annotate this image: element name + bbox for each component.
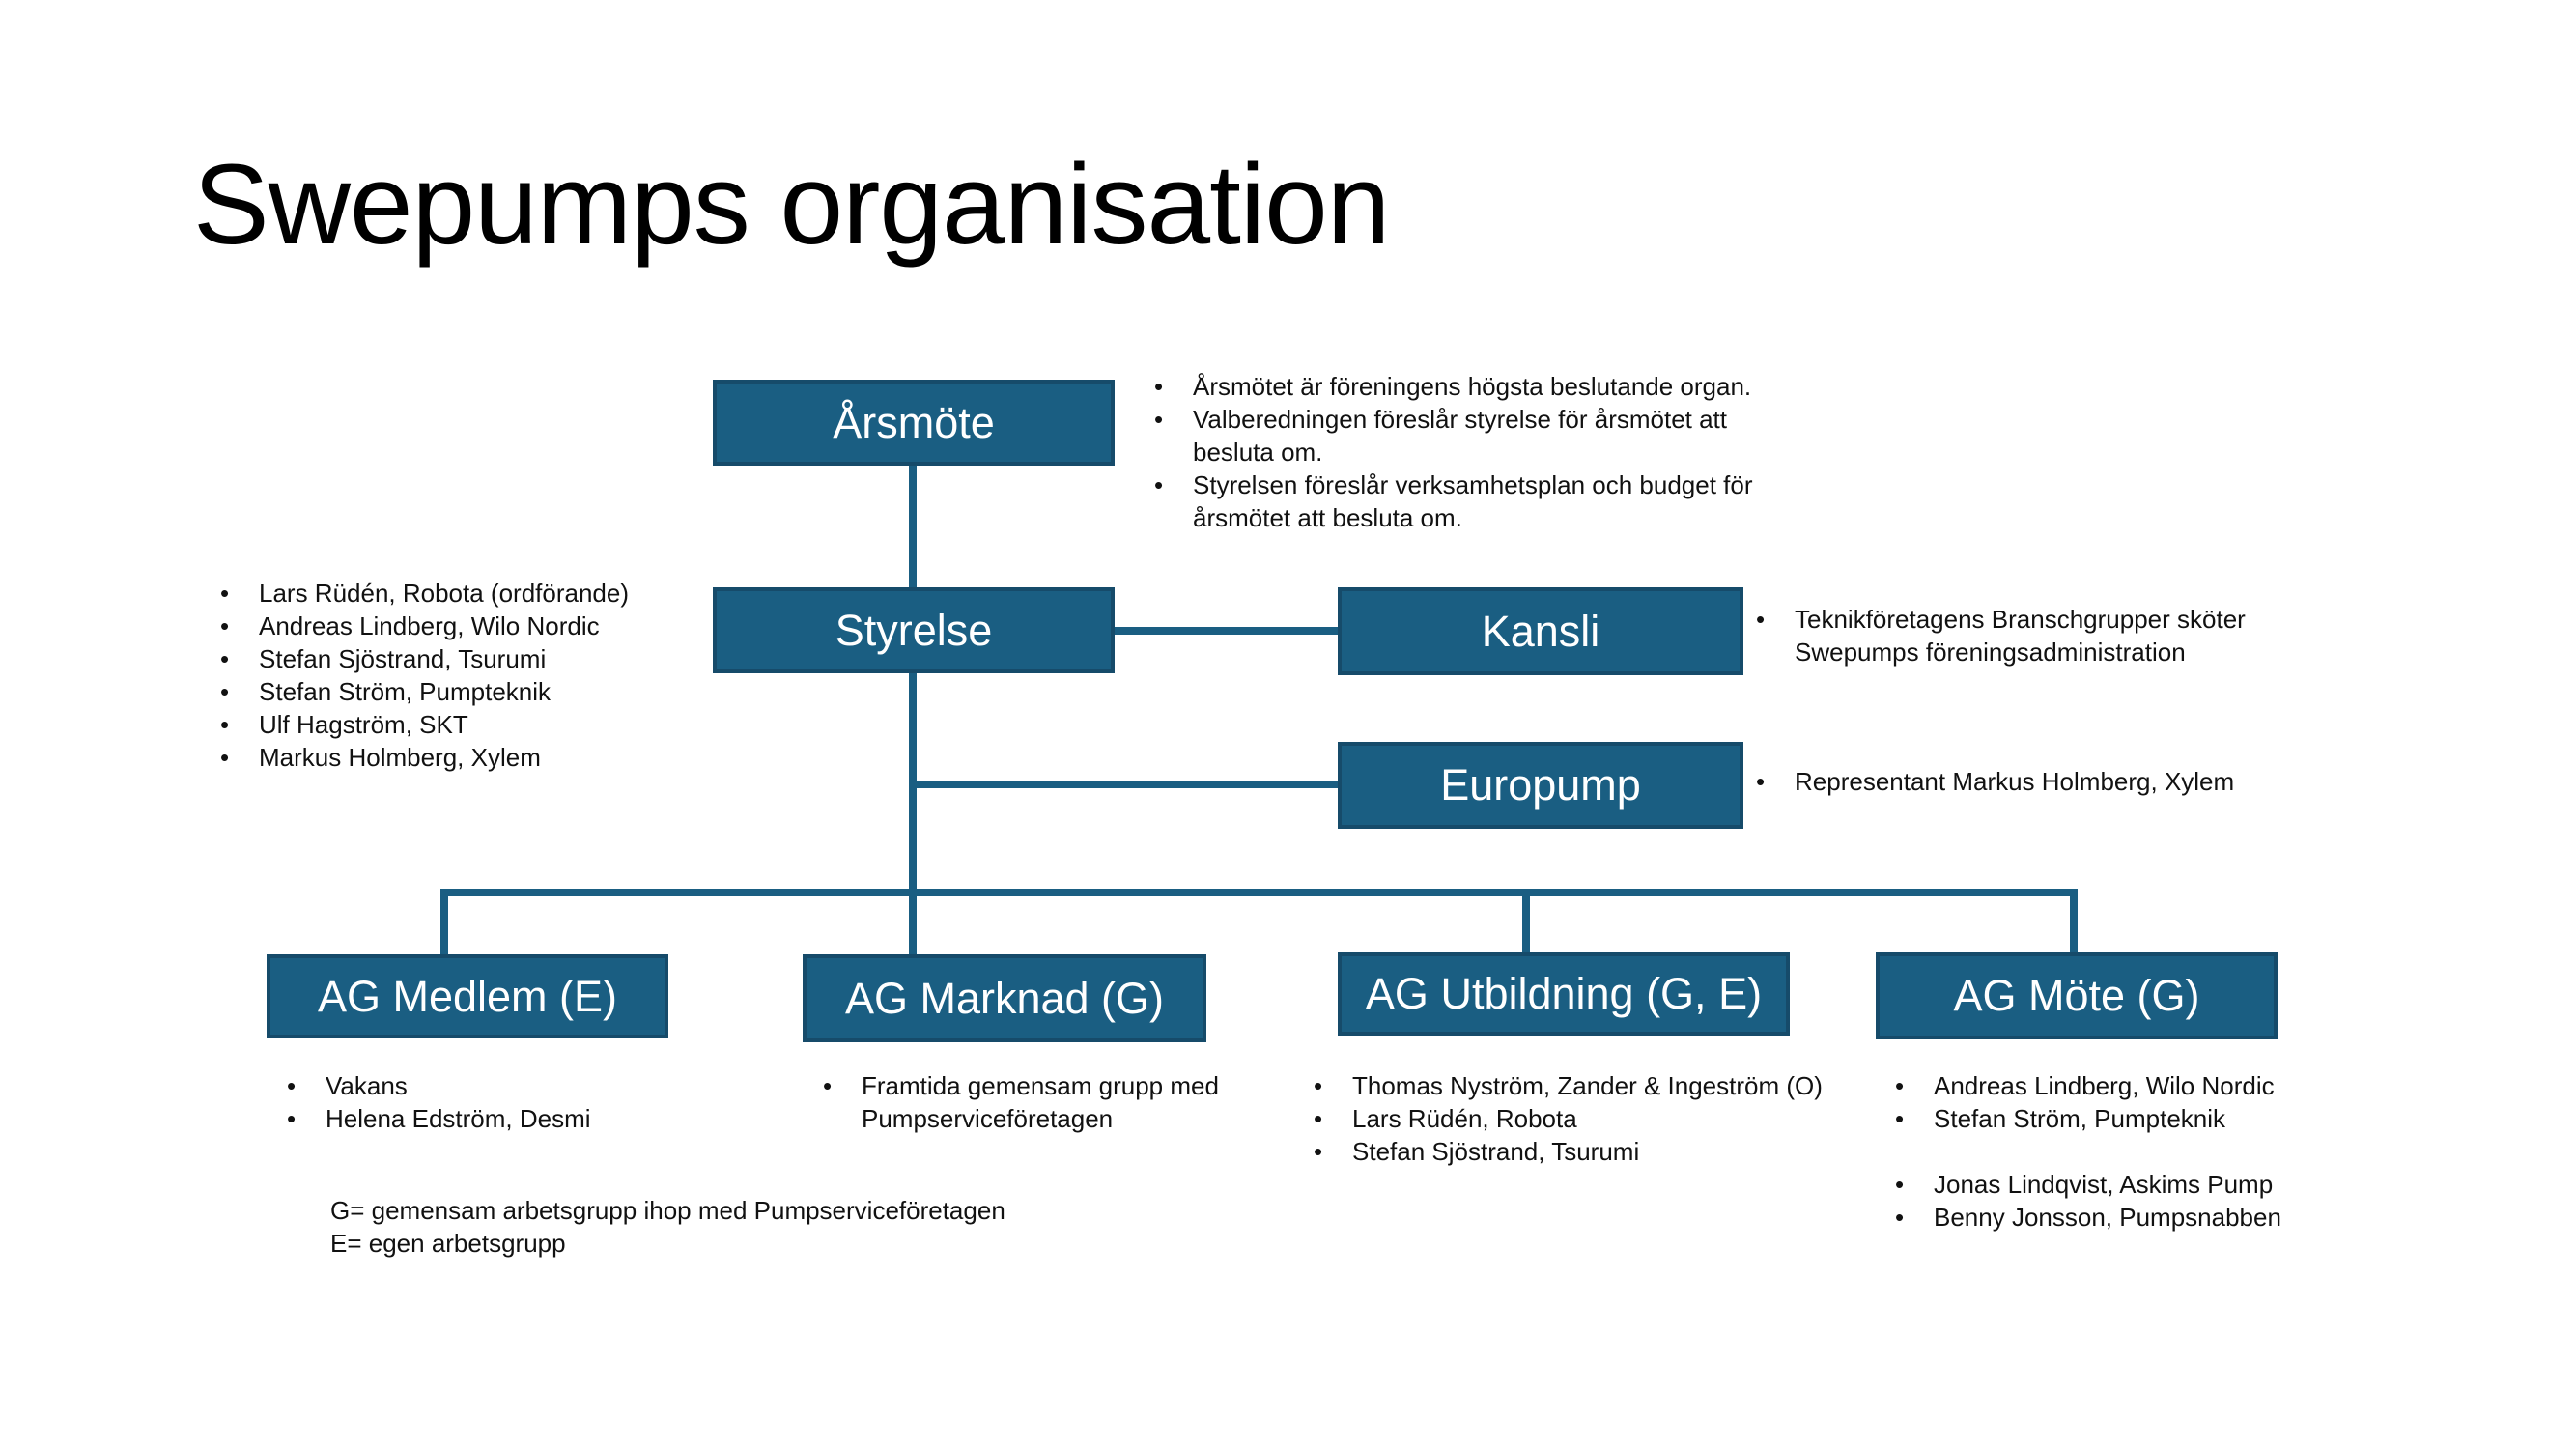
notes-ag-medlem: Vakans Helena Edström, Desmi <box>287 1069 693 1135</box>
list-item: Teknikföretagens Branschgrupper sköter S… <box>1756 603 2258 668</box>
node-styrelse: Styrelse <box>713 587 1115 673</box>
list-item: Framtida gemensam grupp med Pumpservicef… <box>823 1069 1238 1135</box>
notes-europump: Representant Markus Holmberg, Xylem <box>1756 765 2297 798</box>
list-item: Helena Edström, Desmi <box>287 1102 693 1135</box>
list-item: Representant Markus Holmberg, Xylem <box>1756 765 2297 798</box>
list-item: Lars Rüdén, Robota (ordförande) <box>220 577 722 610</box>
legend-g: G= gemensam arbetsgrupp ihop med Pumpser… <box>330 1196 1005 1225</box>
list-item: Ulf Hagström, SKT <box>220 708 722 741</box>
node-ag-medlem: AG Medlem (E) <box>267 954 668 1038</box>
list-item: Lars Rüdén, Robota <box>1314 1102 1874 1135</box>
notes-ag-mote: Andreas Lindberg, Wilo Nordic Stefan Str… <box>1895 1069 2359 1234</box>
notes-arsmote: Årsmötet är föreningens högsta beslutand… <box>1154 370 1772 534</box>
legend-e: E= egen arbetsgrupp <box>330 1229 566 1258</box>
list-item: Styrelsen föreslår verksamhetsplan och b… <box>1154 469 1772 534</box>
list-item: Stefan Sjöstrand, Tsurumi <box>220 642 722 675</box>
node-arsmote: Årsmöte <box>713 380 1115 466</box>
notes-ag-marknad: Framtida gemensam grupp med Pumpservicef… <box>823 1069 1238 1135</box>
node-europump: Europump <box>1338 742 1743 829</box>
page-title: Swepumps organisation <box>193 141 1390 269</box>
node-ag-mote: AG Möte (G) <box>1876 952 2278 1039</box>
list-item: Thomas Nyström, Zander & Ingeström (O) <box>1314 1069 1874 1102</box>
list-item: Stefan Ström, Pumpteknik <box>1895 1102 2359 1135</box>
list-item: Jonas Lindqvist, Askims Pump <box>1895 1168 2359 1201</box>
node-ag-marknad: AG Marknad (G) <box>803 954 1206 1042</box>
list-item: Årsmötet är föreningens högsta beslutand… <box>1154 370 1772 403</box>
node-kansli: Kansli <box>1338 587 1743 675</box>
notes-kansli: Teknikföretagens Branschgrupper sköter S… <box>1756 603 2258 668</box>
list-item: Markus Holmberg, Xylem <box>220 741 722 774</box>
list-item: Andreas Lindberg, Wilo Nordic <box>220 610 722 642</box>
notes-ag-utbildning: Thomas Nyström, Zander & Ingeström (O) L… <box>1314 1069 1874 1168</box>
notes-styrelse: Lars Rüdén, Robota (ordförande) Andreas … <box>220 577 722 774</box>
list-item: Benny Jonsson, Pumpsnabben <box>1895 1201 2359 1234</box>
node-ag-utbildning: AG Utbildning (G, E) <box>1338 952 1790 1036</box>
list-item: Stefan Sjöstrand, Tsurumi <box>1314 1135 1874 1168</box>
list-item: Vakans <box>287 1069 693 1102</box>
list-item: Stefan Ström, Pumpteknik <box>220 675 722 708</box>
list-item: Andreas Lindberg, Wilo Nordic <box>1895 1069 2359 1102</box>
list-item: Valberedningen föreslår styrelse för års… <box>1154 403 1772 469</box>
